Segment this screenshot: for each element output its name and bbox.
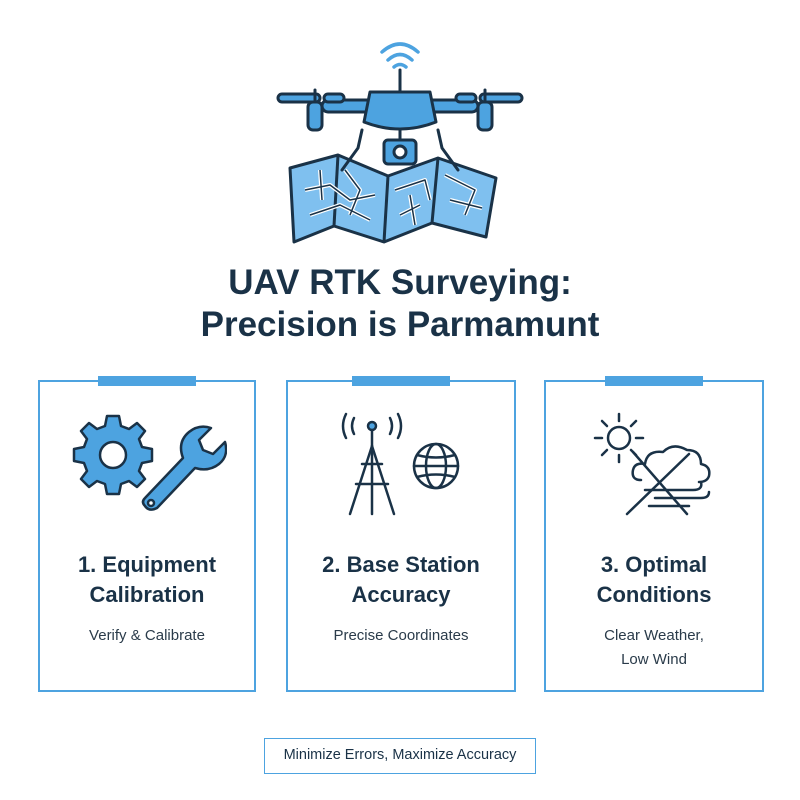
card-heading-line-1: 1. Equipment <box>77 552 217 577</box>
card-heading-line-1: 2. Base Station <box>322 552 480 577</box>
card-heading-line-2: Calibration <box>89 582 205 607</box>
card-base-station-accuracy: 2. Base Station Accuracy Precise Coordin… <box>286 376 516 692</box>
title-line-1: UAV RTK Surveying: <box>228 263 572 302</box>
drone-icon <box>276 68 524 172</box>
drone-over-map-icon <box>276 42 524 244</box>
card-equipment-calibration: 1. Equipment Calibration Verify & Calibr… <box>38 376 256 692</box>
card-heading-line-2: Accuracy <box>351 582 451 607</box>
card-subtitle: Clear Weather, Low Wind <box>546 624 762 672</box>
wrench-icon <box>141 425 227 511</box>
card-tab <box>605 376 703 386</box>
wind-icon <box>643 480 711 508</box>
card-heading: 1. Equipment Calibration <box>40 550 254 610</box>
card-heading-line-1: 3. Optimal <box>600 552 708 577</box>
hero-illustration <box>0 0 800 250</box>
card-optimal-conditions: 3. Optimal Conditions Clear Weather, Low… <box>544 376 764 692</box>
footer-tagline: Minimize Errors, Maximize Accuracy <box>264 738 536 774</box>
title-line-2: Precision is Parmamunt <box>200 305 600 344</box>
card-subtitle-line-2: Low Wind <box>621 651 687 668</box>
card-tab <box>98 376 196 386</box>
antenna-tower-icon <box>341 412 403 516</box>
card-heading: 2. Base Station Accuracy <box>288 550 514 610</box>
card-tab <box>352 376 450 386</box>
card-icon-area <box>546 406 762 526</box>
card-heading-line-2: Conditions <box>596 582 712 607</box>
prohibited-slash-icon <box>625 450 691 516</box>
page-title: UAV RTK Surveying: Precision is Parmamun… <box>0 262 800 346</box>
map-icon <box>288 153 498 244</box>
card-subtitle: Verify & Calibrate <box>40 624 254 648</box>
card-subtitle-line-1: Verify & Calibrate <box>89 627 205 644</box>
gear-icon <box>72 414 154 496</box>
card-heading: 3. Optimal Conditions <box>546 550 762 610</box>
wifi-signal-icon <box>380 42 420 69</box>
card-icon-area <box>40 406 254 526</box>
card-subtitle-line-1: Clear Weather, <box>604 627 704 644</box>
card-subtitle: Precise Coordinates <box>288 624 514 648</box>
card-icon-area <box>288 406 514 526</box>
card-subtitle-line-1: Precise Coordinates <box>333 627 469 644</box>
cloud-icon <box>631 445 711 484</box>
globe-icon <box>412 442 460 490</box>
